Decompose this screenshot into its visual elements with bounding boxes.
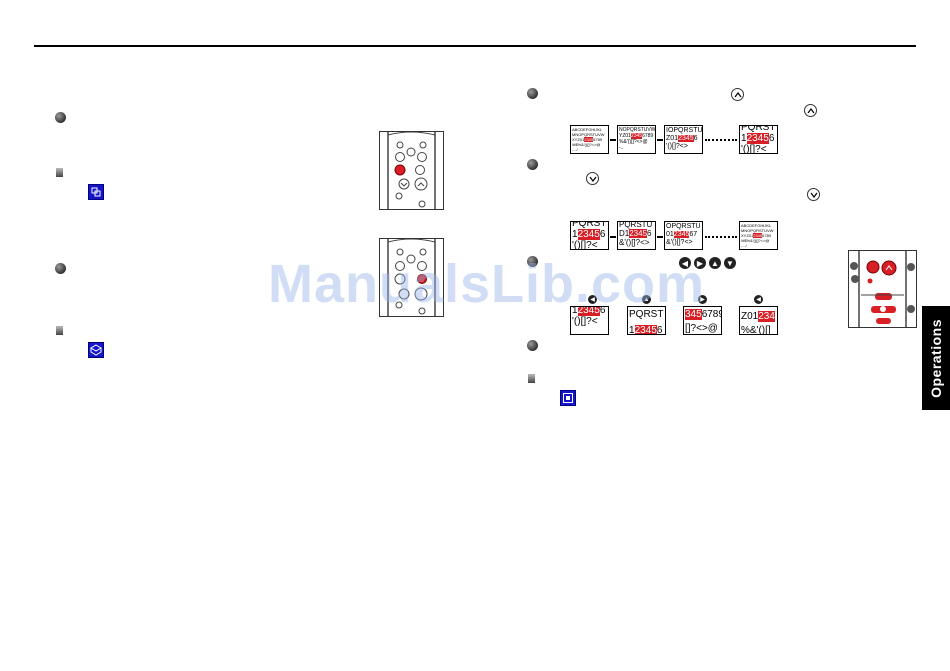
keystone-icon	[560, 390, 576, 406]
highlight-marker: 345	[685, 309, 702, 320]
bullet-icon	[527, 159, 538, 170]
character-screen: Z01234%&'()[]	[739, 306, 778, 335]
right-arrow-icon: ▶	[694, 257, 706, 269]
character-screen: 3456789[]?<>@	[683, 306, 722, 335]
character-screen: IOPQRSTUVZ0123456'()[]?<>	[664, 125, 703, 154]
note-icon	[56, 326, 63, 335]
highlight-marker: 2345	[577, 229, 600, 240]
flow-arrow	[610, 139, 616, 141]
flow-arrow	[657, 139, 663, 141]
header-rule	[34, 45, 916, 47]
bullet-icon	[527, 340, 538, 351]
up-arrow-icon: ▲	[642, 295, 651, 304]
left-arrow-icon: ◀	[588, 295, 597, 304]
down-arrow-icon: ▼	[724, 257, 736, 269]
highlight-marker: 2345	[577, 306, 600, 316]
character-screen: 123456'()[]?<	[570, 306, 609, 335]
freeze-icon	[88, 342, 104, 358]
flow-arrow	[657, 236, 663, 238]
bullet-icon	[55, 263, 66, 274]
section-tab: Operations	[922, 306, 950, 410]
watermark: ManualsLib.com	[268, 254, 706, 314]
bullet-icon	[527, 88, 538, 99]
up-arrow-icon: ▲	[709, 257, 721, 269]
section-tab-label: Operations	[928, 318, 944, 398]
highlight-marker: 2345	[753, 233, 763, 238]
highlight-marker: 2345	[673, 231, 690, 238]
up-button-icon	[731, 88, 744, 101]
bullet-icon	[55, 112, 66, 123]
flow-dotted-arrow	[705, 236, 737, 238]
highlight-marker: 2345	[746, 133, 769, 144]
left-arrow-icon: ◀	[754, 295, 763, 304]
down-button-icon	[586, 172, 599, 185]
highlight-marker: 2345	[629, 229, 648, 238]
highlight-marker: 2345	[630, 133, 643, 139]
flow-arrow	[610, 236, 616, 238]
highlight-marker: 2345	[678, 135, 694, 142]
highlight-marker: 2345	[584, 137, 594, 142]
remote-illustration-2	[379, 238, 444, 317]
right-arrow-icon: ▶	[698, 295, 707, 304]
bullet-icon	[527, 256, 538, 267]
remote-illustration-3	[848, 250, 917, 328]
down-button-icon	[807, 188, 820, 201]
highlight-marker: 234	[758, 311, 775, 322]
flow-dotted-arrow	[705, 139, 737, 141]
note-icon	[56, 168, 63, 177]
note-icon	[528, 374, 535, 383]
up-button-icon	[804, 104, 817, 117]
remote-illustration-1	[379, 131, 444, 210]
highlight-marker: 2345	[634, 325, 657, 335]
zoom-off-icon	[88, 184, 104, 200]
left-arrow-icon: ◀	[679, 257, 691, 269]
